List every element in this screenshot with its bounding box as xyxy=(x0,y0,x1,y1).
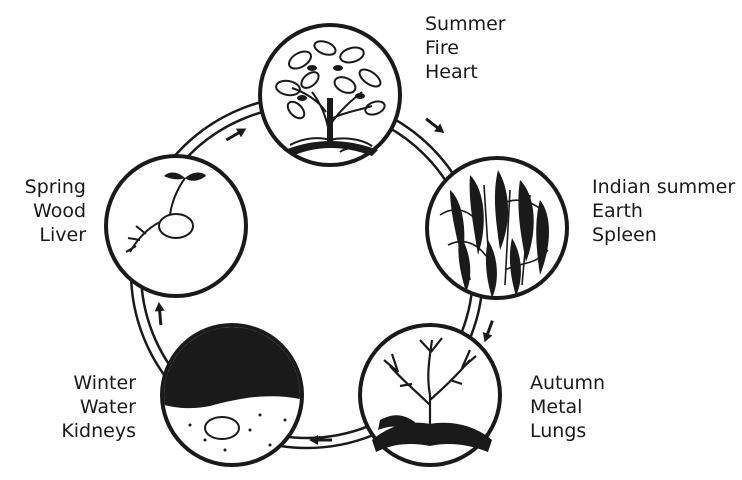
label-autumn: Autumn Metal Lungs xyxy=(530,371,605,443)
label-season: Autumn xyxy=(530,371,605,395)
arrow-indian-summer-to-autumn-icon xyxy=(480,319,497,344)
label-indian-summer: Indian summer Earth Spleen xyxy=(592,175,735,247)
seed-in-soil-icon xyxy=(160,325,305,465)
label-season: Summer xyxy=(425,12,506,36)
label-season: Spring xyxy=(14,175,86,199)
bare-tree-icon xyxy=(360,325,500,465)
label-winter: Winter Water Kidneys xyxy=(20,371,136,443)
arrow-summer-to-indian-summer-icon xyxy=(423,115,447,137)
leafy-tree-icon xyxy=(260,25,400,165)
label-element: Metal xyxy=(530,395,605,419)
label-organ: Liver xyxy=(14,223,86,247)
dense-foliage-icon xyxy=(427,158,567,298)
arrow-winter-to-spring-icon xyxy=(154,302,166,326)
label-organ: Lungs xyxy=(530,419,605,443)
label-organ: Kidneys xyxy=(20,419,136,443)
label-organ: Spleen xyxy=(592,223,735,247)
label-element: Water xyxy=(20,395,136,419)
label-season: Indian summer xyxy=(592,175,735,199)
sprouting-seed-icon xyxy=(106,156,246,296)
label-element: Earth xyxy=(592,199,735,223)
label-organ: Heart xyxy=(425,60,506,84)
label-element: Wood xyxy=(14,199,86,223)
label-spring: Spring Wood Liver xyxy=(14,175,86,247)
label-element: Fire xyxy=(425,36,506,60)
label-summer: Summer Fire Heart xyxy=(425,12,506,84)
label-season: Winter xyxy=(20,371,136,395)
